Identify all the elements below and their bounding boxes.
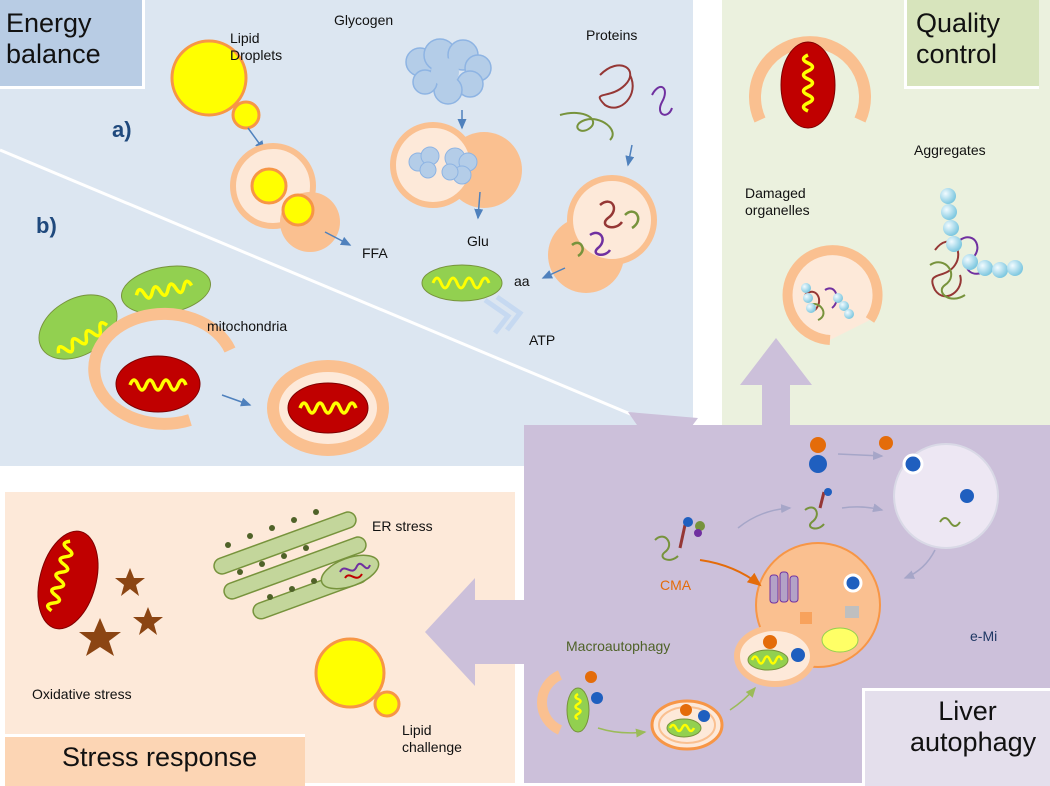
ros-stars-icon [79, 568, 163, 656]
atp-chevron-icon [483, 294, 524, 335]
arrow-to-stress-response [425, 578, 545, 686]
cma-arrow [699, 559, 762, 587]
orange-cargo-icon [810, 437, 826, 453]
proteins-label: Proteins [586, 27, 638, 43]
autolysosome-cargo-icon [734, 625, 816, 687]
er-stress-icon [213, 509, 380, 620]
quality-damaged-mito-icon [749, 36, 871, 129]
lipid-challenge-icon [314, 637, 401, 718]
damaged-organelles-label: Damaged organelles [745, 185, 810, 218]
autolysosome-protein-icon [548, 175, 657, 293]
lipid-droplets-icon [170, 39, 261, 130]
arrow-to-quality-control [740, 338, 812, 425]
mitochondria-label: mitochondria [207, 318, 288, 334]
emi-label: e-Mi [970, 628, 998, 644]
lipid-droplets-label: Lipid Droplets [230, 30, 283, 63]
label-a: a) [112, 117, 132, 142]
glycogen-cloud-icon [405, 38, 492, 105]
lipid-challenge-label: Lipid challenge [402, 722, 462, 755]
er-stress-label: ER stress [372, 518, 433, 534]
energy-balance-title-box [0, 0, 145, 89]
quality-autophagosome-icon [782, 245, 883, 345]
aa-label: aa [514, 273, 530, 289]
aggregates-label: Aggregates [914, 142, 986, 158]
quality-control-title: Quality control [916, 8, 1001, 69]
liver-autophagy-title: Liver autophagy [910, 696, 1037, 757]
emi-endosome-icon [893, 443, 999, 549]
label-b: b) [36, 213, 57, 238]
blue-cargo-icon [809, 455, 827, 473]
orange-cargo-2-icon [879, 436, 893, 450]
energy-balance-title: Energy balance [6, 8, 101, 69]
divider-line [0, 148, 641, 420]
stress-response-title-box [5, 734, 305, 786]
atp-label: ATP [529, 332, 556, 348]
oxidative-stress-label: Oxidative stress [32, 686, 132, 702]
phagophore-mito-icon [88, 307, 236, 430]
oxidative-mito-icon [37, 530, 99, 630]
cma-protein-icon [654, 517, 705, 561]
stress-response-title: Stress response [62, 742, 258, 772]
mitochondrion-green-icon [421, 264, 503, 302]
autolysosome-lipid-icon [230, 143, 340, 252]
quality-control-title-box [904, 0, 1039, 89]
autophagosome-mito-icon [267, 360, 389, 456]
arrow-to-energy-balance [628, 412, 728, 505]
macroautophagy-phagophore-icon [537, 670, 603, 735]
macroautophagy-autophagosome-icon [650, 699, 724, 751]
glycogen-label: Glycogen [334, 12, 394, 28]
autolysosome-glycogen-icon [390, 122, 522, 208]
liver-autophagy-title-box [862, 688, 1050, 786]
macroautophagy-label: Macroautophagy [566, 638, 671, 654]
cma-label: CMA [660, 577, 692, 593]
proteins-icon [559, 64, 673, 141]
glu-label: Glu [467, 233, 489, 249]
emi-protein-icon [804, 488, 832, 530]
ffa-label: FFA [362, 245, 388, 261]
lamp2a-receptor-icon [769, 571, 799, 604]
aggregates-icon [929, 188, 1023, 300]
